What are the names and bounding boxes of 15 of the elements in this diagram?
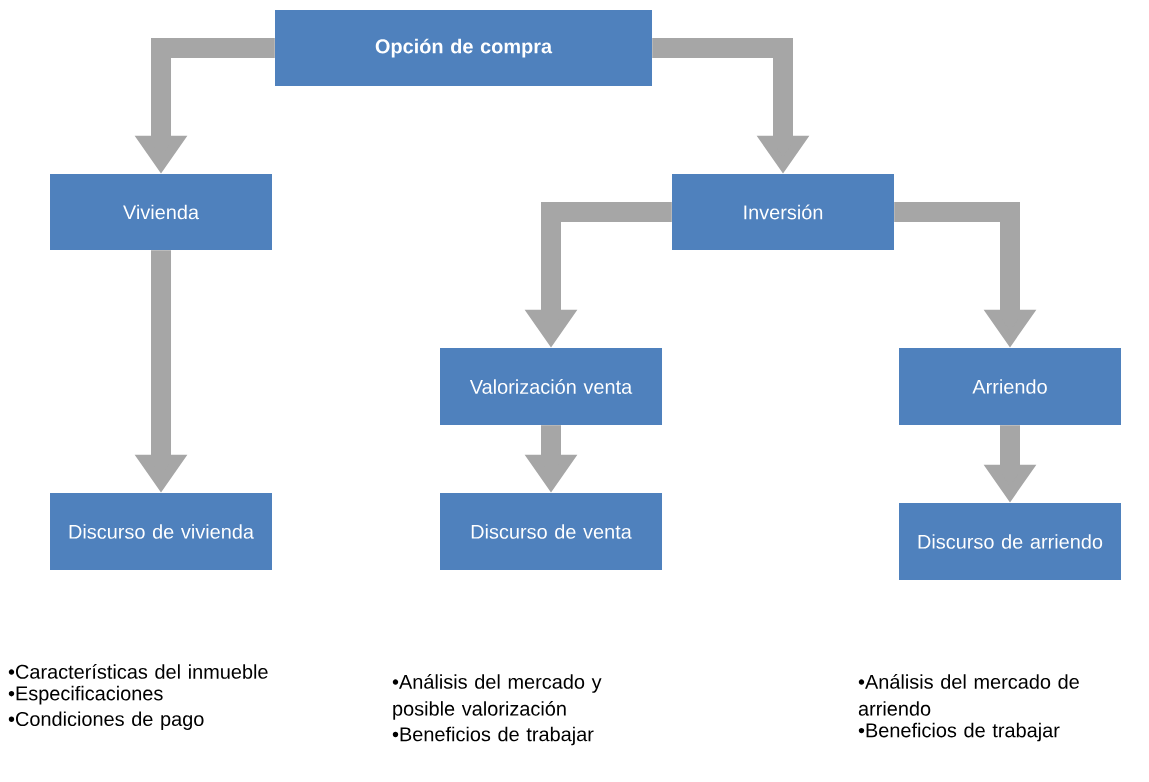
bullet-text: •Análisis del mercado de arriendo — [858, 674, 1079, 716]
bullet-text: •Análisis del mercado y posible valorización — [392, 674, 602, 720]
process-box: Valorización venta — [440, 348, 662, 425]
process-box: Inversión — [672, 174, 894, 250]
bullet-text: •Beneficios de trabajar — [858, 722, 1060, 742]
process-box: Discurso de vivienda — [50, 493, 272, 570]
process-box: Vivienda — [50, 174, 272, 250]
bullet-text: •Beneficios de trabajar — [392, 726, 594, 746]
process-box: Opción de compra — [275, 10, 652, 86]
process-box: Discurso de arriendo — [899, 503, 1121, 580]
process-box: Arriendo — [899, 348, 1121, 425]
bullet-text: •Características del inmueble — [8, 664, 268, 679]
bullet-text: •Condiciones de pago — [8, 711, 204, 730]
process-box: Discurso de venta — [440, 493, 662, 570]
bullet-text: •Especificaciones — [8, 685, 163, 705]
